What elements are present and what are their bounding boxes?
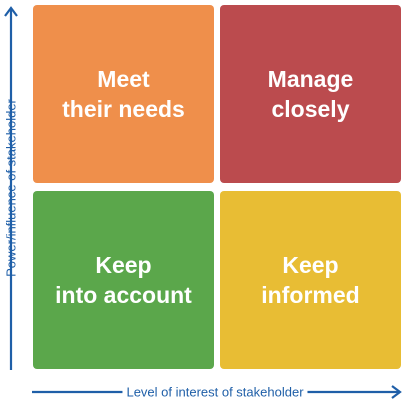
quadrant-label: Meet their needs [62, 66, 185, 122]
quadrant-label: Keep informed [261, 252, 360, 308]
quadrant-label: Keep into account [55, 252, 192, 308]
quadrant-manage-closely: Manage closely [220, 5, 401, 183]
quadrant-keep-into-account: Keep into account [33, 191, 214, 369]
x-axis-label: Level of interest of stakeholder [122, 384, 308, 400]
quadrant-meet-their-needs: Meet their needs [33, 5, 214, 183]
y-axis-arrow [4, 6, 18, 370]
quadrant-label: Manage closely [267, 66, 354, 122]
y-axis-label: Power/influence of stakeholder [3, 99, 19, 277]
quadrant-keep-informed: Keep informed [220, 191, 401, 369]
